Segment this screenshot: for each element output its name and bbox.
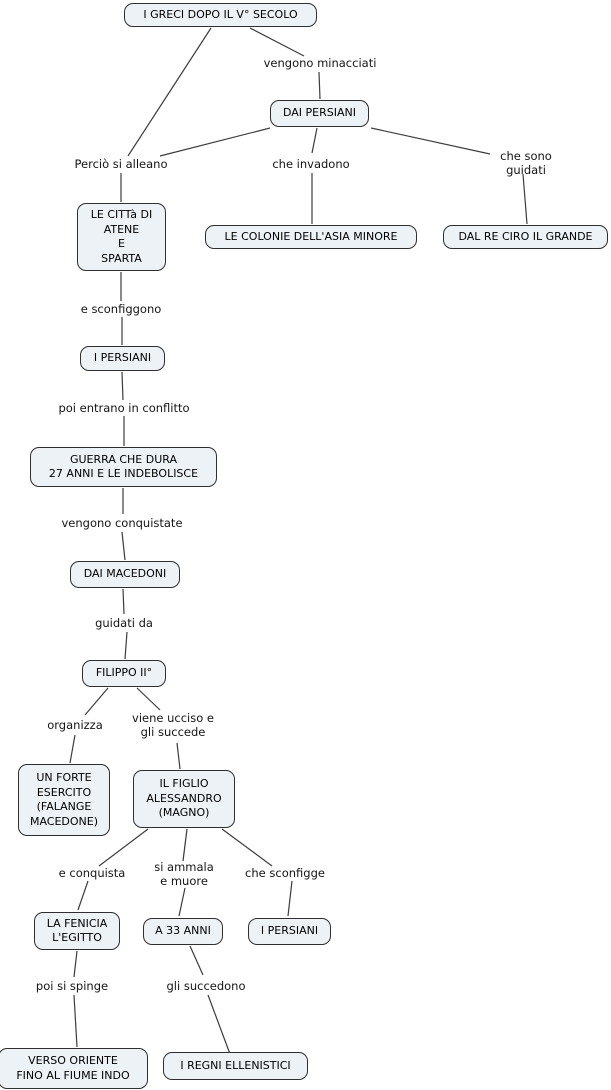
edge-line	[121, 371, 124, 401]
node-dai-macedoni[interactable]: DAI MACEDONI	[70, 561, 180, 588]
edge-line	[176, 742, 181, 770]
link-vengono-minacciati: vengono minacciati	[263, 56, 377, 70]
edge-line	[522, 173, 528, 225]
edge-line	[127, 27, 212, 157]
node-filippo-ii[interactable]: FILIPPO II°	[82, 660, 166, 687]
link-si-ammala-e-muore: si ammala e muore	[154, 860, 214, 888]
edge-line	[287, 880, 293, 917]
link-guidati-da: guidati da	[95, 616, 153, 630]
node-regni-ellenistici[interactable]: I REGNI ELLENISTICI	[163, 1052, 308, 1080]
edge-line	[98, 828, 149, 867]
edge-line	[69, 734, 76, 764]
edge-line	[124, 631, 128, 660]
link-organizza: organizza	[47, 718, 103, 732]
edge-line	[84, 687, 109, 716]
node-guerra-27-anni[interactable]: GUERRA CHE DURA 27 ANNI E LE INDEBOLISCE	[30, 447, 217, 487]
edge-line	[122, 588, 125, 615]
node-fenicia-egitto[interactable]: LA FENICIA L'EGITTO	[34, 912, 120, 950]
edge-line	[207, 994, 231, 1055]
edge-line	[311, 127, 318, 154]
link-gli-succedono: gli succedono	[166, 979, 246, 993]
node-colonie-asia-minore[interactable]: LE COLONIE DELL'ASIA MINORE	[205, 225, 417, 249]
edge-line	[121, 531, 126, 561]
node-greci-dopo-v-secolo[interactable]: I GRECI DOPO IL V° SECOLO	[124, 3, 317, 27]
edge-line	[178, 887, 186, 917]
node-dai-persiani[interactable]: DAI PERSIANI	[270, 100, 369, 127]
node-i-persiani-sconfitti[interactable]: I PERSIANI	[248, 918, 331, 945]
edge-line	[73, 950, 78, 978]
link-entrano-in-conflitto: poi entrano in conflitto	[58, 401, 190, 415]
edge-line	[318, 71, 321, 100]
edge-line	[73, 994, 78, 1048]
link-vengono-conquistate: vengono conquistate	[61, 516, 183, 530]
link-percio-si-alleano: Perciò si alleano	[74, 157, 168, 171]
node-i-persiani[interactable]: I PERSIANI	[80, 346, 165, 371]
edge-line	[221, 828, 273, 867]
link-e-conquista: e conquista	[58, 866, 126, 880]
node-re-ciro-il-grande[interactable]: DAL RE CIRO IL GRANDE	[443, 225, 608, 249]
link-che-sconfigge: che sconfigge	[245, 866, 325, 880]
edge-line	[159, 127, 271, 157]
link-che-sono-guidati: che sono guidati	[500, 149, 552, 177]
node-verso-oriente-indo[interactable]: VERSO ORIENTE FINO AL FIUME INDO	[0, 1048, 148, 1089]
link-e-sconfiggono: e sconfiggono	[80, 302, 162, 316]
node-forte-esercito[interactable]: UN FORTE ESERCITO (FALANGE MACEDONE)	[18, 764, 110, 836]
edge-line	[370, 127, 491, 155]
edge-line	[182, 828, 188, 862]
link-viene-ucciso: viene ucciso e gli succede	[132, 711, 214, 739]
link-poi-si-spinge: poi si spinge	[35, 979, 109, 993]
node-alessandro-magno[interactable]: IL FIGLIO ALESSANDRO (MAGNO)	[133, 770, 235, 828]
edge-line	[77, 880, 89, 911]
edge-line	[136, 687, 161, 711]
edge-line	[249, 27, 305, 57]
link-che-invadono: che invadono	[272, 157, 350, 171]
edge-line	[189, 945, 204, 976]
node-a-33-anni[interactable]: A 33 ANNI	[143, 918, 223, 945]
node-citta-atene-sparta[interactable]: LE CITTà DI ATENE E SPARTA	[77, 203, 166, 271]
